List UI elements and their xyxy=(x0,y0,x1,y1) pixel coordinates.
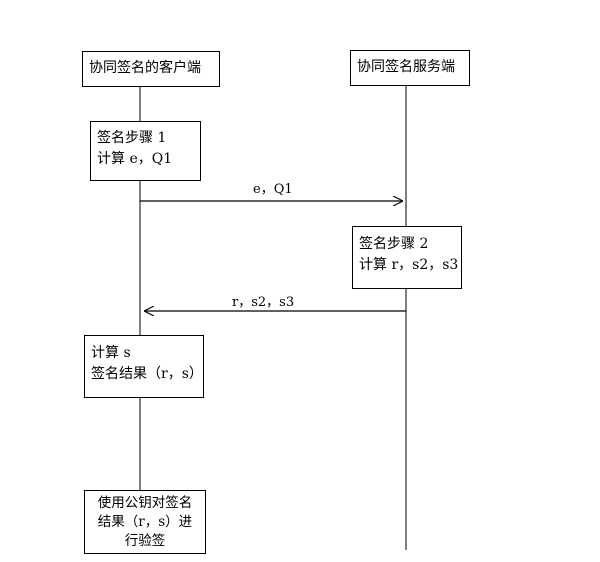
server-step2-detail: 计算 r，s2，s3 xyxy=(359,257,459,273)
msg1-label: e，Q1 xyxy=(253,182,293,197)
verify-text: 使用公钥对签名结果（r，s）进行验签 xyxy=(97,495,193,549)
client-compute-result: 签名结果（r，s） xyxy=(91,366,203,382)
client-compute-box: 计算 s 签名结果（r，s） xyxy=(84,335,204,398)
client-step1-box: 签名步骤 1 计算 e，Q1 xyxy=(90,121,201,181)
server-step2-title: 签名步骤 2 xyxy=(359,236,429,252)
client-step1-detail: 计算 e，Q1 xyxy=(97,151,173,167)
msg2-label: r，s2，s3 xyxy=(232,295,295,310)
verify-box: 使用公钥对签名结果（r，s）进行验签 xyxy=(84,490,206,554)
client-participant-box: 协同签名的客户端 xyxy=(82,51,220,87)
server-participant-box: 协同签名服务端 xyxy=(350,50,470,86)
client-participant-label: 协同签名的客户端 xyxy=(89,60,201,76)
server-participant-label: 协同签名服务端 xyxy=(357,59,455,75)
client-compute-title: 计算 s xyxy=(91,345,131,361)
client-step1-title: 签名步骤 1 xyxy=(97,130,167,146)
server-step2-box: 签名步骤 2 计算 r，s2，s3 xyxy=(352,226,462,289)
